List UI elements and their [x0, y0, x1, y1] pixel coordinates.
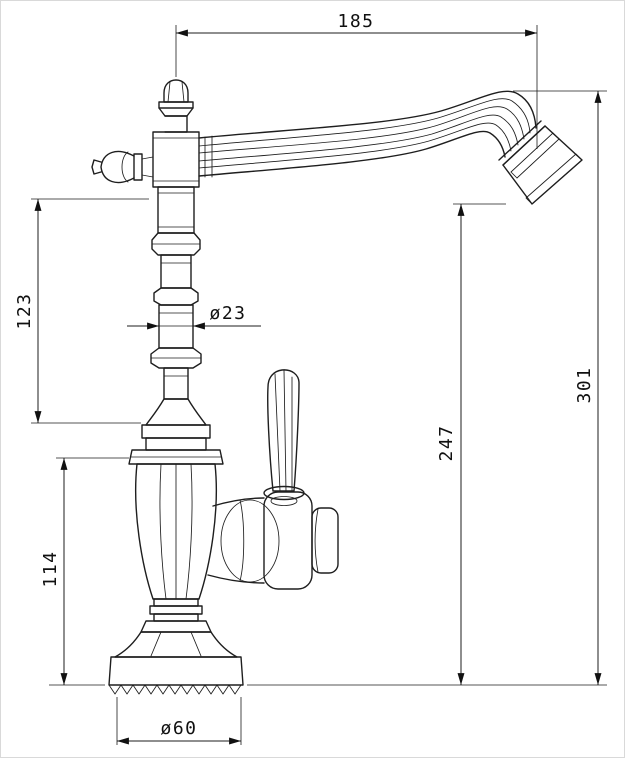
dimension-base-diameter: ø60 [116, 697, 242, 745]
valve-neck-ellipse [239, 499, 245, 582]
spray-head [498, 120, 583, 205]
dimension-outlet-height: 247 [436, 203, 506, 685]
valve-knurled-ring [263, 491, 313, 590]
dim-label-column-diameter: ø23 [209, 303, 246, 324]
valve-neck-bottom [207, 574, 265, 584]
valve-sphere [220, 499, 280, 583]
spout-flange [204, 135, 213, 178]
body-urn [134, 463, 218, 600]
dim-label-base-diameter: ø60 [160, 718, 197, 739]
finial-collar [158, 101, 194, 109]
column-flare [145, 398, 207, 426]
knob-tip [91, 159, 102, 175]
dim-label-spout-reach: 185 [337, 11, 374, 32]
knob-ball [100, 150, 135, 184]
dim-label-upper-column: 123 [14, 292, 35, 329]
spout [198, 90, 537, 177]
dimension-overall-height: 301 [513, 90, 607, 685]
base [108, 598, 244, 695]
finial-dome [163, 79, 189, 103]
lever-blade [267, 369, 300, 492]
column-line-a [157, 192, 195, 228]
valve-end-cap-line [314, 508, 319, 573]
dim-label-overall-height: 301 [574, 366, 595, 403]
column-collar-2 [145, 437, 207, 451]
dimension-body-height: 114 [40, 457, 129, 685]
dim-label-body-height: 114 [40, 550, 61, 587]
dim-label-outlet-height: 247 [436, 424, 457, 461]
body-top-plate [128, 449, 224, 465]
mixer-body [128, 449, 224, 600]
base-flare-flutes [150, 631, 202, 657]
top-finial [158, 79, 194, 133]
valve-end-cap [311, 507, 339, 574]
column-section-3 [158, 304, 194, 349]
lever-blade-lines [274, 369, 293, 492]
lever-handle [263, 369, 305, 506]
spout-top-edge [198, 90, 537, 139]
finial-facets [167, 81, 185, 103]
left-knob-handle [91, 150, 154, 184]
column-section-1 [157, 186, 195, 234]
spout-flute-2 [198, 106, 525, 154]
column-ring-c [150, 347, 202, 369]
faucet-figure [91, 79, 583, 695]
knob-collar [133, 153, 143, 181]
spray-knurl-band [510, 132, 560, 179]
column [141, 186, 211, 451]
knob-facet [121, 151, 129, 183]
spout-flute-1 [198, 98, 531, 147]
spout-junction-body [152, 131, 213, 188]
body-facets [159, 463, 193, 600]
finial-neck [164, 115, 188, 133]
lever-collar-upper [263, 485, 305, 501]
spout-flute-4 [198, 122, 512, 169]
side-valve [207, 491, 339, 590]
base-bead-edge [108, 684, 244, 695]
knob-neck [141, 156, 154, 178]
column-ring-a [151, 232, 201, 256]
junction-lines [152, 137, 200, 182]
column-ring-b [153, 287, 199, 306]
dimension-upper-column: 123 [14, 198, 149, 424]
dimensions: 185 123 ø23 247 301 [14, 11, 607, 745]
base-ring-3 [153, 613, 199, 622]
spray-head-body [502, 125, 583, 205]
base-ring-2 [149, 605, 203, 615]
spray-aerator-face [525, 153, 583, 205]
dimension-column-diameter: ø23 [127, 303, 261, 330]
base-flare [114, 631, 238, 658]
valve-neck-top [212, 497, 265, 507]
spout-bottom-edge [198, 130, 506, 177]
lever-collar-lower [270, 496, 298, 506]
base-knurled-band [108, 656, 244, 686]
finial-taper [158, 107, 194, 117]
spout-flute-3 [198, 114, 519, 162]
junction-block [152, 131, 200, 188]
column-neck [163, 367, 189, 400]
column-section-2 [160, 254, 192, 289]
base-ring-1 [153, 598, 199, 607]
base-plate [140, 620, 212, 633]
dimension-spout-reach: 185 [175, 11, 538, 149]
column-line-c [158, 312, 194, 327]
column-collar-1 [141, 424, 211, 439]
